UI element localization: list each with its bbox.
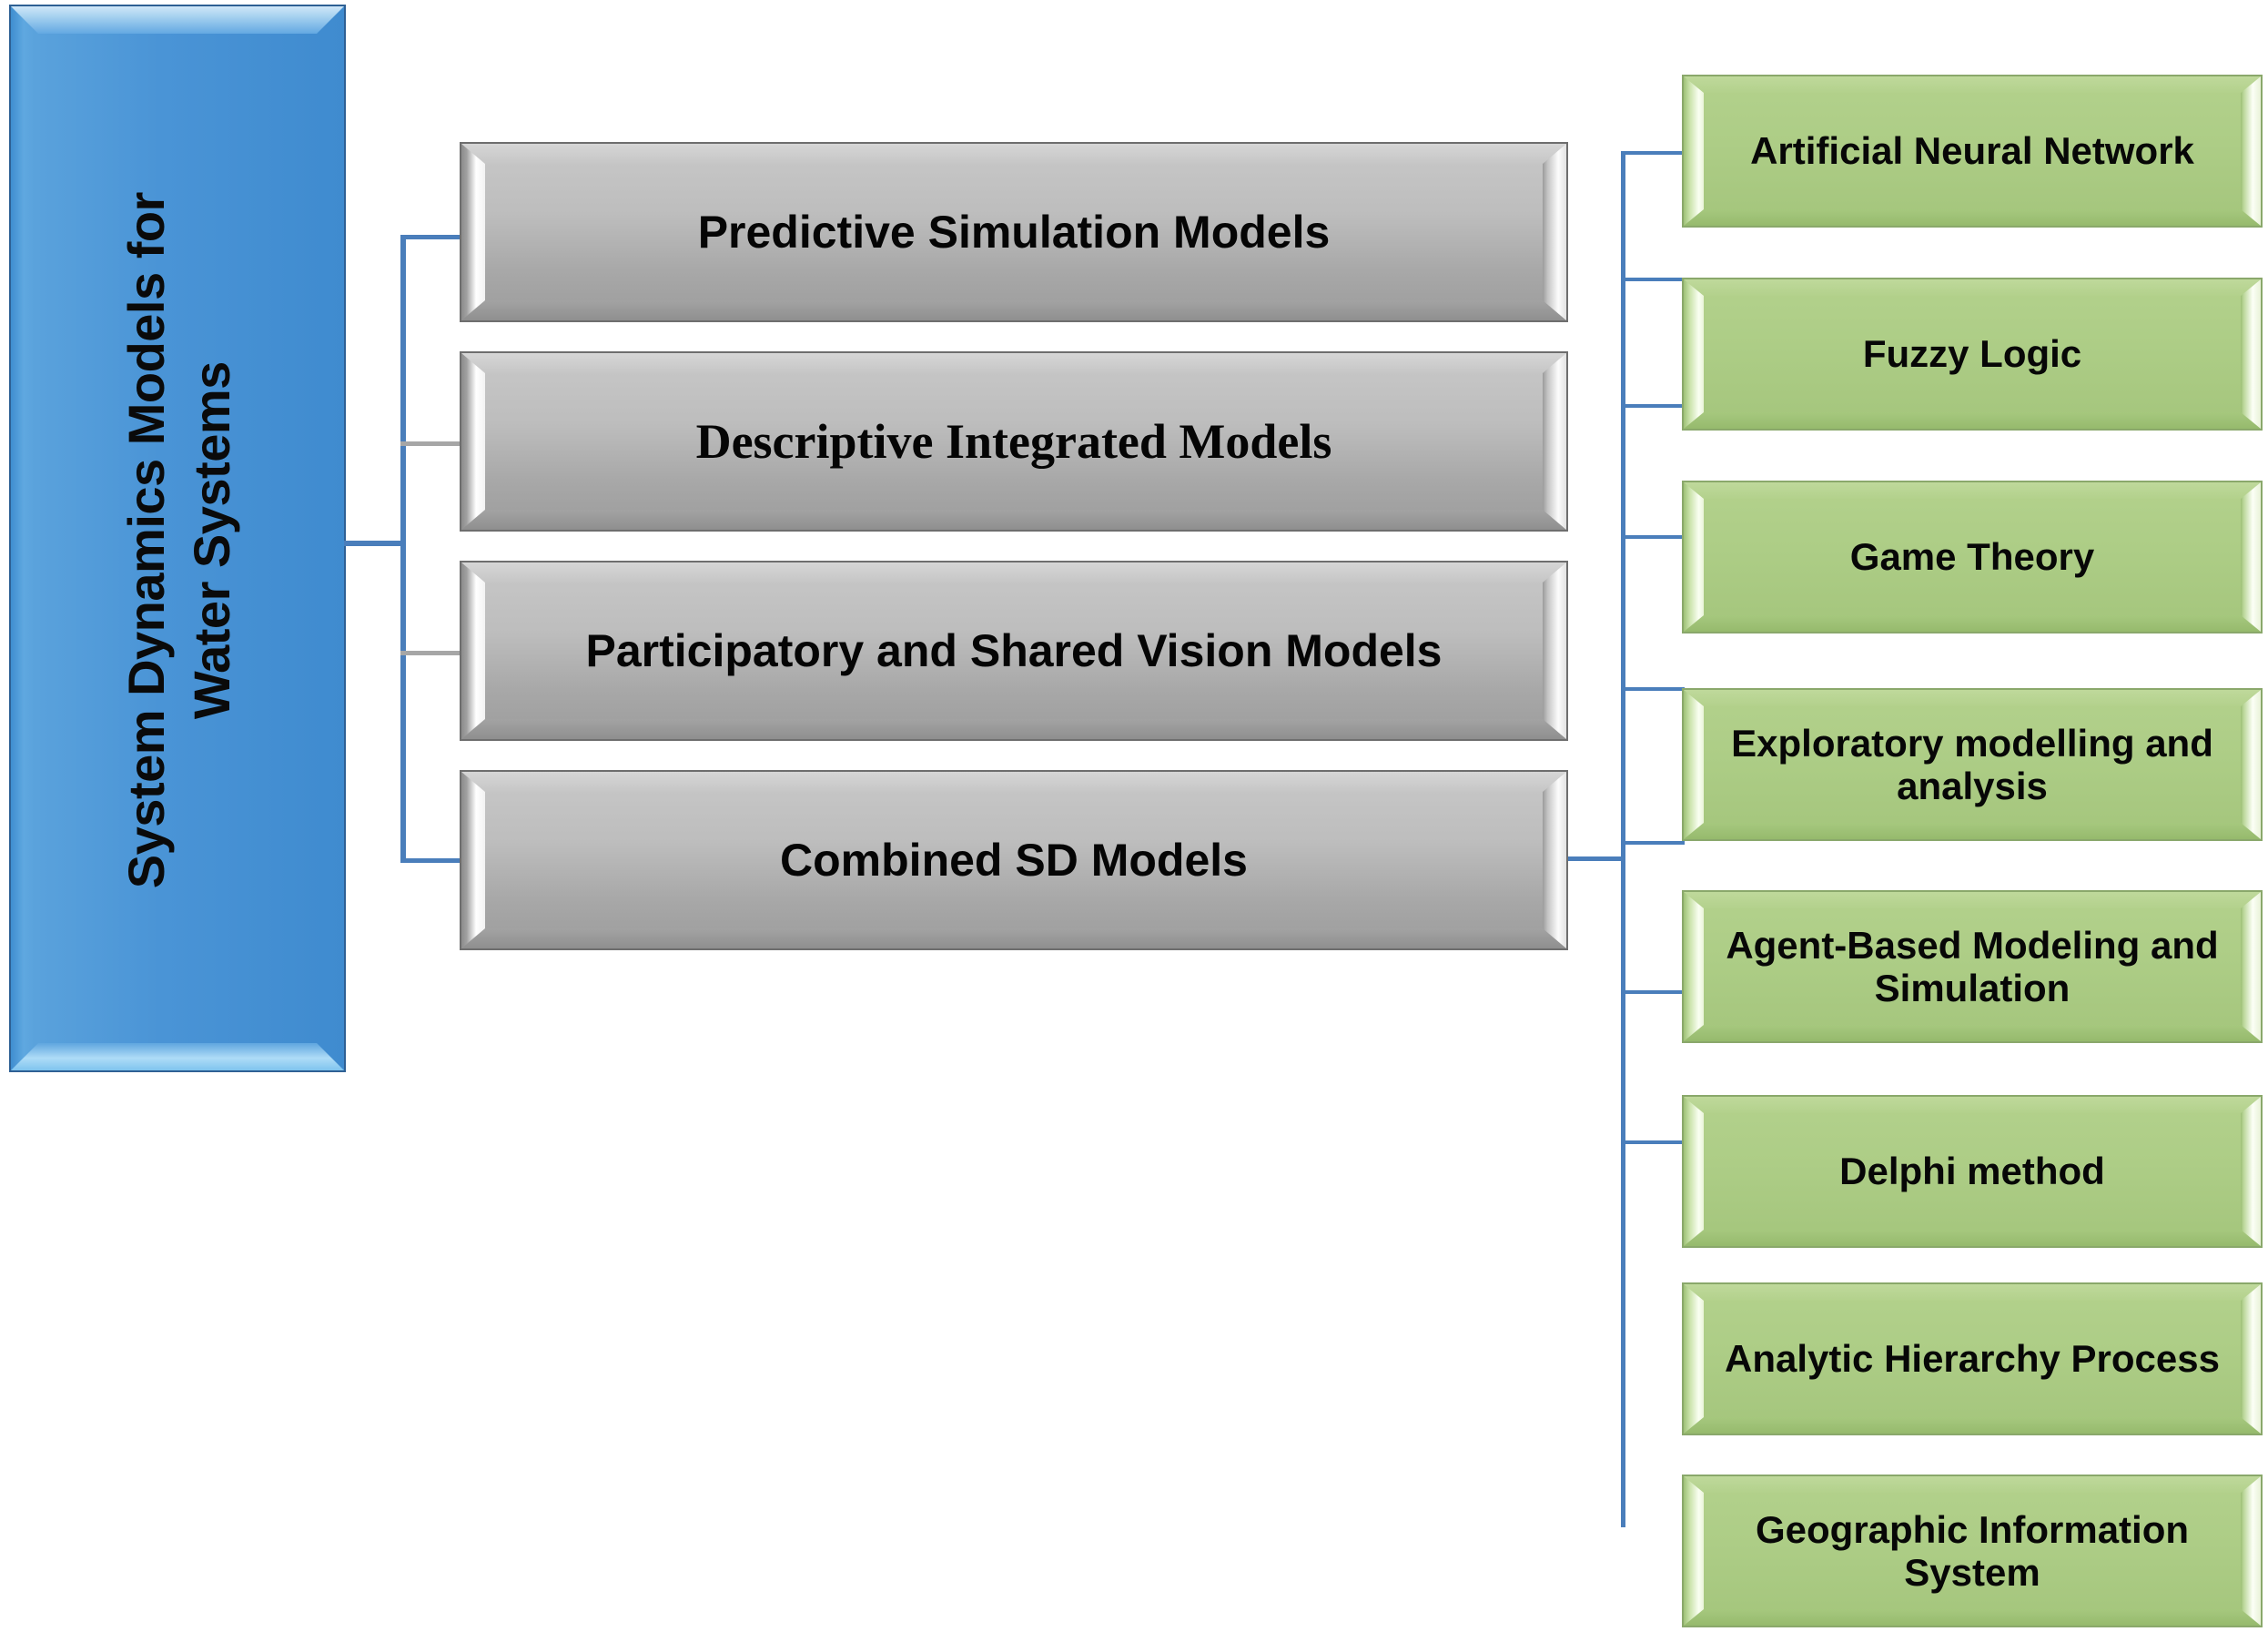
connector-root-stub xyxy=(344,541,406,546)
method-label: Fuzzy Logic xyxy=(1862,332,2082,376)
bevel-top xyxy=(461,144,1566,164)
method-box-game-theory[interactable]: Game Theory xyxy=(1682,481,2263,633)
root-node-label-line1: System Dynamics Models for xyxy=(117,191,176,889)
bevel-left xyxy=(1684,892,1704,1041)
bevel-bottom xyxy=(1684,1025,2261,1041)
connector-left-trunk xyxy=(400,235,406,863)
bevel-top xyxy=(1684,279,2261,296)
bevel-bottom xyxy=(461,510,1566,530)
bevel-top xyxy=(1684,1097,2261,1113)
bevel-right xyxy=(2241,482,2261,632)
method-label: Delphi method xyxy=(1839,1150,2105,1193)
method-box-exploratory-modelling-and-analysis[interactable]: Exploratory modelling and analysis xyxy=(1682,688,2263,841)
bevel-top xyxy=(1684,1284,2261,1301)
bevel-right xyxy=(2241,1284,2261,1434)
connector-branch-combined-sd-models xyxy=(400,858,462,863)
bevel-top xyxy=(461,562,1566,583)
bevel-top xyxy=(1684,76,2261,93)
category-box-combined-sd-models[interactable]: Combined SD Models xyxy=(460,770,1568,950)
bevel-left xyxy=(1684,690,1704,839)
category-label: Combined SD Models xyxy=(780,835,1248,886)
method-label: Artificial Neural Network xyxy=(1750,129,2194,173)
bevel-left xyxy=(461,772,485,948)
bevel-top xyxy=(1684,892,2261,908)
connector-branch-participatory-shared-vision-models xyxy=(400,651,462,655)
bevel-left xyxy=(1684,482,1704,632)
bevel-right xyxy=(2241,892,2261,1041)
connector-branch-analytic-hierarchy-process xyxy=(1621,990,1685,994)
root-node-label-wrapper: System Dynamics Models for Water Systems xyxy=(11,6,344,1070)
method-box-analytic-hierarchy-process[interactable]: Analytic Hierarchy Process xyxy=(1682,1282,2263,1435)
bevel-left xyxy=(461,562,485,739)
category-label: Participatory and Shared Vision Models xyxy=(585,625,1443,676)
bevel-top xyxy=(1684,1476,2261,1493)
root-node-label-line2: Water Systems xyxy=(183,361,241,719)
bevel-bottom xyxy=(1684,1609,2261,1626)
method-box-fuzzy-logic[interactable]: Fuzzy Logic xyxy=(1682,278,2263,431)
bevel-right xyxy=(2241,1097,2261,1246)
root-node-label: System Dynamics Models for Water Systems xyxy=(114,192,244,888)
bevel-right xyxy=(2241,279,2261,429)
bevel-right xyxy=(2241,76,2261,226)
bevel-bottom xyxy=(1684,823,2261,839)
bevel-left xyxy=(1684,279,1704,429)
method-label: Exploratory modelling and analysis xyxy=(1731,721,2213,807)
bevel-bottom xyxy=(461,719,1566,739)
connector-branch-game-theory xyxy=(1621,404,1685,408)
connector-branch-exploratory-modelling-and-analysis xyxy=(1621,535,1685,539)
bevel-bottom xyxy=(1684,1417,2261,1434)
method-box-agent-based-modeling-and-simulation[interactable]: Agent-Based Modeling and Simulation xyxy=(1682,890,2263,1043)
category-box-descriptive-integrated-models[interactable]: Descriptive Integrated Models xyxy=(460,351,1568,532)
method-box-geographic-information-system[interactable]: Geographic Information System xyxy=(1682,1475,2263,1627)
bevel-bottom xyxy=(1684,1230,2261,1246)
connector-branch-predictive-simulation-models xyxy=(400,235,462,239)
bevel-top xyxy=(461,772,1566,792)
bevel-right xyxy=(1543,144,1566,320)
method-label: Analytic Hierarchy Process xyxy=(1725,1337,2220,1381)
bevel-bottom xyxy=(461,300,1566,320)
connector-branch-agent-based-modeling-and-simulation xyxy=(1621,687,1685,691)
connector-branch-artificial-neural-network xyxy=(1621,151,1685,155)
root-node-system-dynamics-models[interactable]: System Dynamics Models for Water Systems xyxy=(9,5,346,1072)
category-box-participatory-shared-vision-models[interactable]: Participatory and Shared Vision Models xyxy=(460,561,1568,741)
category-label: Descriptive Integrated Models xyxy=(695,413,1332,469)
bevel-right xyxy=(2241,690,2261,839)
category-box-predictive-simulation-models[interactable]: Predictive Simulation Models xyxy=(460,142,1568,322)
bevel-top xyxy=(1684,690,2261,706)
bevel-left xyxy=(1684,1476,1704,1626)
bevel-top xyxy=(461,353,1566,373)
method-label: Agent-Based Modeling and Simulation xyxy=(1726,923,2219,1009)
bevel-right xyxy=(1543,772,1566,948)
category-label: Predictive Simulation Models xyxy=(697,207,1331,258)
bevel-left xyxy=(461,353,485,530)
bevel-right xyxy=(2241,1476,2261,1626)
method-box-delphi-method[interactable]: Delphi method xyxy=(1682,1095,2263,1248)
bevel-top xyxy=(1684,482,2261,499)
bevel-bottom xyxy=(1684,412,2261,429)
bevel-bottom xyxy=(1684,615,2261,632)
connector-branch-geographic-information-system xyxy=(1621,1140,1685,1144)
bevel-left xyxy=(1684,1284,1704,1434)
bevel-left xyxy=(1684,1097,1704,1246)
bevel-bottom xyxy=(1684,209,2261,226)
bevel-bottom xyxy=(461,928,1566,948)
method-label: Geographic Information System xyxy=(1755,1507,2190,1594)
bevel-left xyxy=(1684,76,1704,226)
connector-branch-fuzzy-logic xyxy=(1621,278,1685,281)
method-box-artificial-neural-network[interactable]: Artificial Neural Network xyxy=(1682,75,2263,228)
connector-branch-descriptive-integrated-models xyxy=(400,441,462,446)
method-label: Game Theory xyxy=(1849,535,2095,579)
bevel-right xyxy=(1543,562,1566,739)
bevel-left xyxy=(461,144,485,320)
connector-right-trunk xyxy=(1621,151,1625,1527)
bevel-right xyxy=(1543,353,1566,530)
connector-combined-sd-stub xyxy=(1568,856,1625,861)
connector-branch-delphi-method xyxy=(1621,841,1685,845)
